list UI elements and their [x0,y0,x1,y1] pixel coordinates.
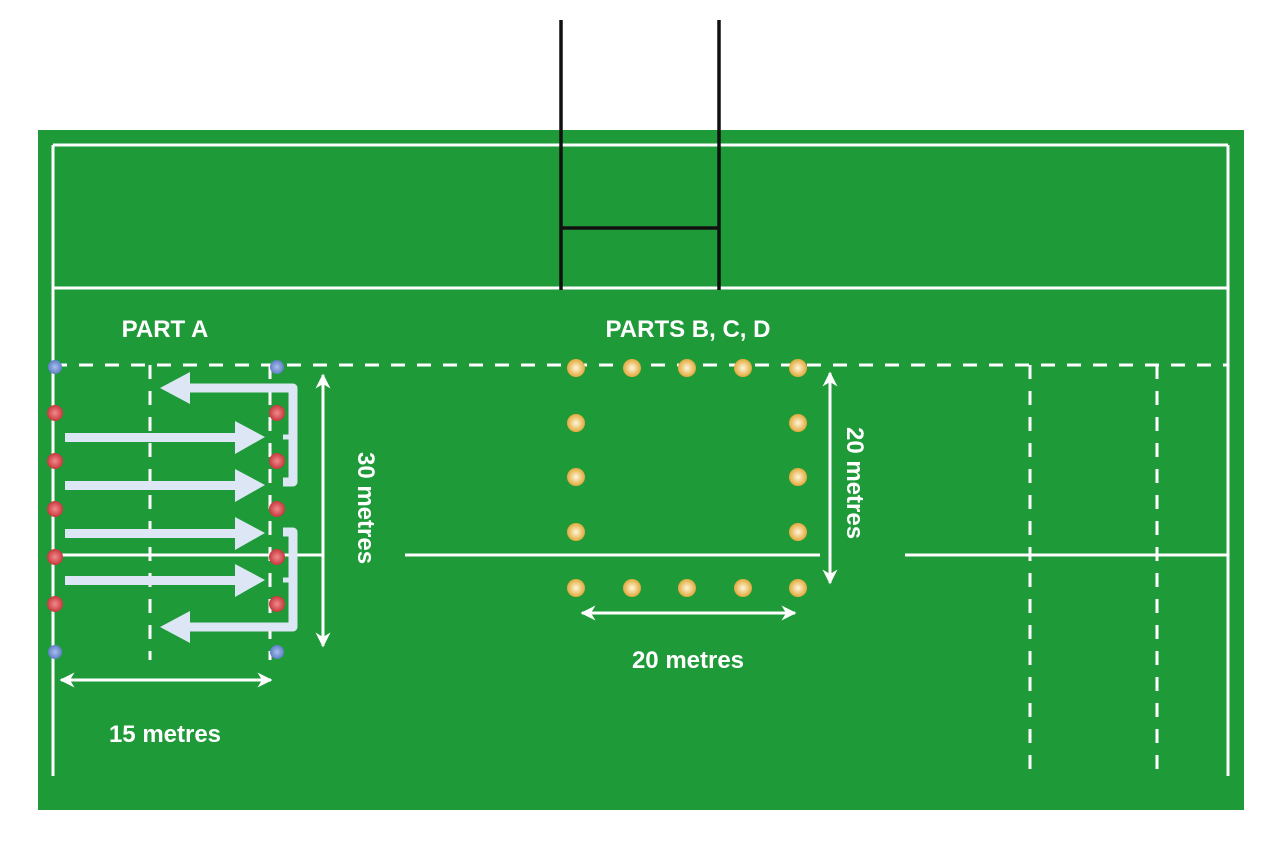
cone-red [269,596,285,612]
cone-yellow [567,468,585,486]
cone-yellow [623,579,641,597]
return-arrow-bottom [160,527,298,643]
cones-parts-bcd [567,359,807,597]
cone-red [47,405,63,421]
dimension-30m: 30 metres [315,373,379,648]
cone-blue [48,360,62,374]
pitch [38,130,1244,810]
run-arrow-right [65,421,265,454]
cone-yellow [789,523,807,541]
cone-red [47,549,63,565]
cone-yellow [567,523,585,541]
return-arrow-top [160,372,298,487]
cone-blue [48,645,62,659]
cone-red [47,501,63,517]
goal-posts [559,20,721,290]
pitch-lines [51,143,1230,776]
cone-yellow [734,359,752,377]
part-a-label: PART A [122,316,209,343]
svg-text:20 metres: 20 metres [841,427,868,539]
cone-red [269,549,285,565]
cone-yellow [678,359,696,377]
cones-part-a [47,360,285,659]
cone-yellow [789,579,807,597]
svg-text:30 metres: 30 metres [352,452,379,564]
cone-yellow [567,579,585,597]
run-arrow-right [65,517,265,550]
svg-text:20 metres: 20 metres [632,647,744,674]
cone-blue [270,360,284,374]
cone-red [47,453,63,469]
cone-red [269,405,285,421]
cone-red [269,501,285,517]
cone-yellow [789,414,807,432]
cone-red [47,596,63,612]
cone-yellow [678,579,696,597]
run-arrows [65,372,298,643]
cone-yellow [567,359,585,377]
dimension-20m-vertical: 20 metres [822,371,868,585]
dimension-15m: 15 metres [59,672,273,748]
cone-yellow [789,468,807,486]
run-arrow-right [65,564,265,597]
dimension-20m-horizontal: 20 metres [580,605,797,674]
cone-yellow [623,359,641,377]
parts-bcd-label: PARTS B, C, D [606,316,771,343]
cone-yellow [734,579,752,597]
svg-text:15 metres: 15 metres [109,721,221,748]
cone-blue [270,645,284,659]
cone-yellow [789,359,807,377]
cone-red [269,453,285,469]
run-arrow-right [65,469,265,502]
cone-yellow [567,414,585,432]
